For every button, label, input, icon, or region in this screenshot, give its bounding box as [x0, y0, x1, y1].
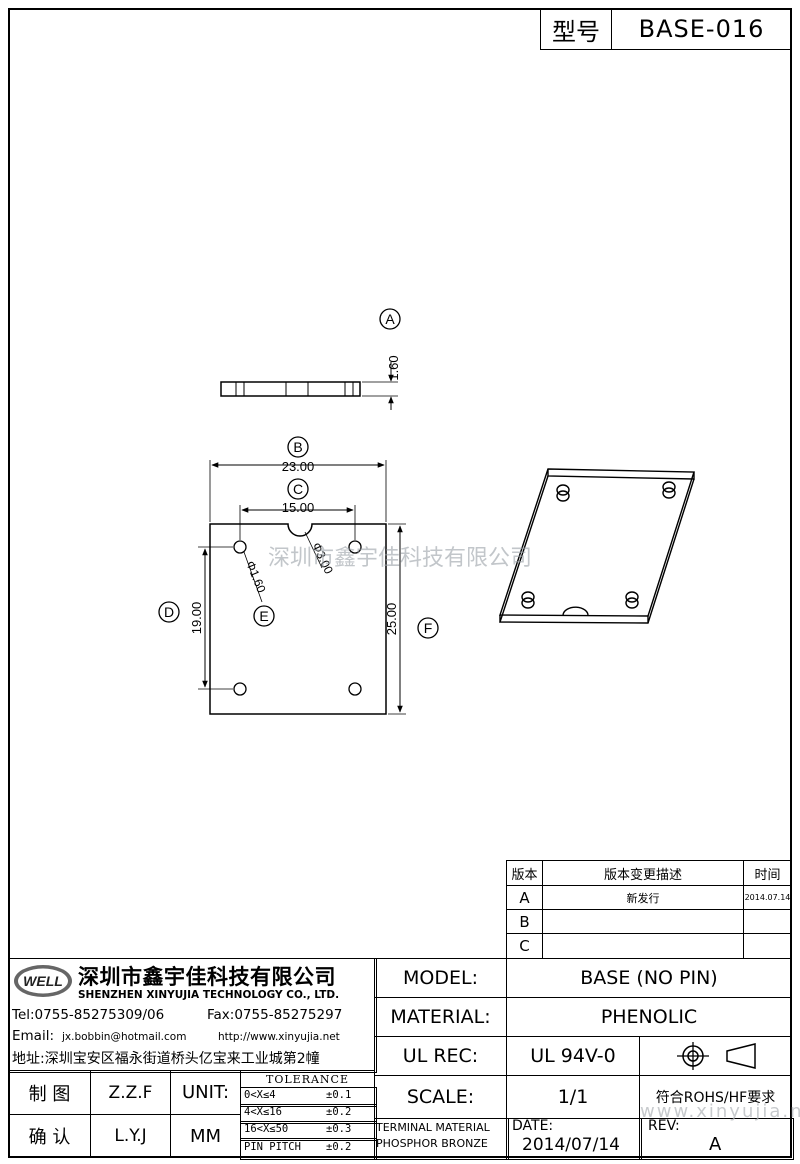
rev-row-time	[743, 933, 792, 959]
tolerance-range: 4<X≤16	[244, 1106, 282, 1118]
rev-header-rev: 版本	[506, 860, 543, 886]
dim-pin-spacing: 15.00	[282, 500, 315, 515]
drawing-frame	[8, 8, 792, 1158]
tolerance-value: ±0.2	[326, 1141, 352, 1153]
spec-material-label: MATERIAL:	[374, 997, 507, 1037]
rev-value: A	[709, 1134, 722, 1155]
tolerance-value: ±0.3	[326, 1123, 352, 1135]
side-view	[220, 362, 398, 410]
dim-row-spacing: 19.00	[189, 602, 204, 635]
dim-thickness: 1.60	[386, 355, 401, 380]
label-a: A	[385, 311, 395, 327]
rev-row-rev: B	[506, 909, 543, 934]
rev-row-rev: A	[506, 885, 543, 910]
company-address: 地址:深圳宝安区福永街道桥头亿宝来工业城第2幢	[12, 1051, 320, 1067]
company-email: jx.bobbin@hotmail.com	[62, 1031, 187, 1043]
label-f: F	[424, 620, 433, 636]
tolerance-row	[240, 1104, 377, 1124]
rev-cell	[639, 1118, 794, 1160]
company-name-cn: 深圳市鑫宇佳科技有限公司	[78, 965, 336, 989]
company-email-label: Email:	[12, 1028, 55, 1044]
tolerance-row	[240, 1138, 377, 1160]
rev-header-time: 时间	[743, 860, 792, 886]
rev-row-rev: C	[506, 933, 543, 959]
rev-row-desc	[542, 909, 744, 934]
label-c: C	[293, 481, 303, 497]
rev-row-desc: 新发行	[542, 885, 744, 910]
top-view	[198, 460, 406, 715]
watermark-text: 深圳市鑫宇佳科技有限公司	[268, 545, 532, 570]
unit-value: MM	[170, 1114, 241, 1158]
spec-model-value: BASE (NO PIN)	[506, 958, 792, 998]
terminal-material-line1: TERMINAL MATERIAL	[376, 1121, 490, 1134]
spec-scale-value: 1/1	[506, 1075, 640, 1119]
date-cell	[506, 1118, 642, 1160]
check-label: 确 认	[8, 1114, 91, 1158]
rev-header-desc: 版本变更描述	[542, 860, 744, 886]
rev-label: REV:	[648, 1118, 680, 1134]
company-block	[8, 958, 377, 1073]
date-label: DATE:	[512, 1118, 554, 1134]
company-fax: Fax:0755-85275297	[207, 1007, 343, 1023]
tolerance-row	[240, 1121, 377, 1141]
spec-ulrec-value: UL 94V-0	[506, 1036, 640, 1076]
projection-symbol-cell	[639, 1036, 792, 1076]
terminal-material-line2: PHOSPHOR BRONZE	[376, 1137, 488, 1150]
isometric-view	[499, 468, 695, 624]
dim-height: 25.00	[384, 603, 399, 636]
date-value: 2014/07/14	[522, 1135, 620, 1155]
model-number: BASE-016	[611, 8, 792, 50]
label-d: D	[164, 604, 174, 620]
watermark-url: www.xinyujia.net	[640, 1101, 800, 1122]
tolerance-range: 16<X≤50	[244, 1123, 289, 1135]
logo-text: WELL	[23, 973, 63, 989]
model-label-cn: 型号	[540, 8, 612, 50]
tolerance-row	[240, 1087, 377, 1107]
draw-label: 制 图	[8, 1070, 91, 1115]
tolerance-range: PIN PITCH	[244, 1141, 301, 1153]
rev-row-time: 2014.07.14	[743, 885, 792, 910]
spec-model-label: MODEL:	[374, 958, 507, 998]
spec-scale-label: SCALE:	[374, 1075, 507, 1119]
technical-drawing: 1.60 A B 23.00 C 15.00 Φ3.00 Φ1.60 E 19.	[158, 308, 695, 715]
label-b: B	[293, 439, 302, 455]
spec-material-value: PHENOLIC	[506, 997, 792, 1037]
rev-row-desc	[542, 933, 744, 959]
spec-ulrec-label: UL REC:	[374, 1036, 507, 1076]
tolerance-value: ±0.2	[326, 1106, 352, 1118]
draw-name: Z.Z.F	[90, 1070, 171, 1115]
tolerance-title: TOLERANCE	[240, 1070, 375, 1088]
check-name: L.Y.J	[90, 1114, 171, 1158]
company-tel: Tel:0755-85275309/06	[12, 1007, 165, 1023]
company-logo: WELL	[12, 962, 74, 1000]
tolerance-range: 0<X≤4	[244, 1089, 276, 1101]
company-website: http://www.xinyujia.net	[218, 1031, 340, 1043]
tolerance-value: ±0.1	[326, 1089, 352, 1101]
rev-row-time	[743, 909, 792, 934]
label-e: E	[259, 608, 268, 624]
company-name-en: SHENZHEN XINYUJIA TECHNOLOGY CO., LTD.	[78, 989, 340, 1001]
unit-label: UNIT:	[170, 1070, 241, 1115]
dim-width: 23.00	[282, 459, 315, 474]
dim-hole: Φ1.60	[243, 559, 268, 595]
terminal-material-cell	[374, 1118, 509, 1160]
third-angle-projection-icon	[676, 1042, 756, 1070]
